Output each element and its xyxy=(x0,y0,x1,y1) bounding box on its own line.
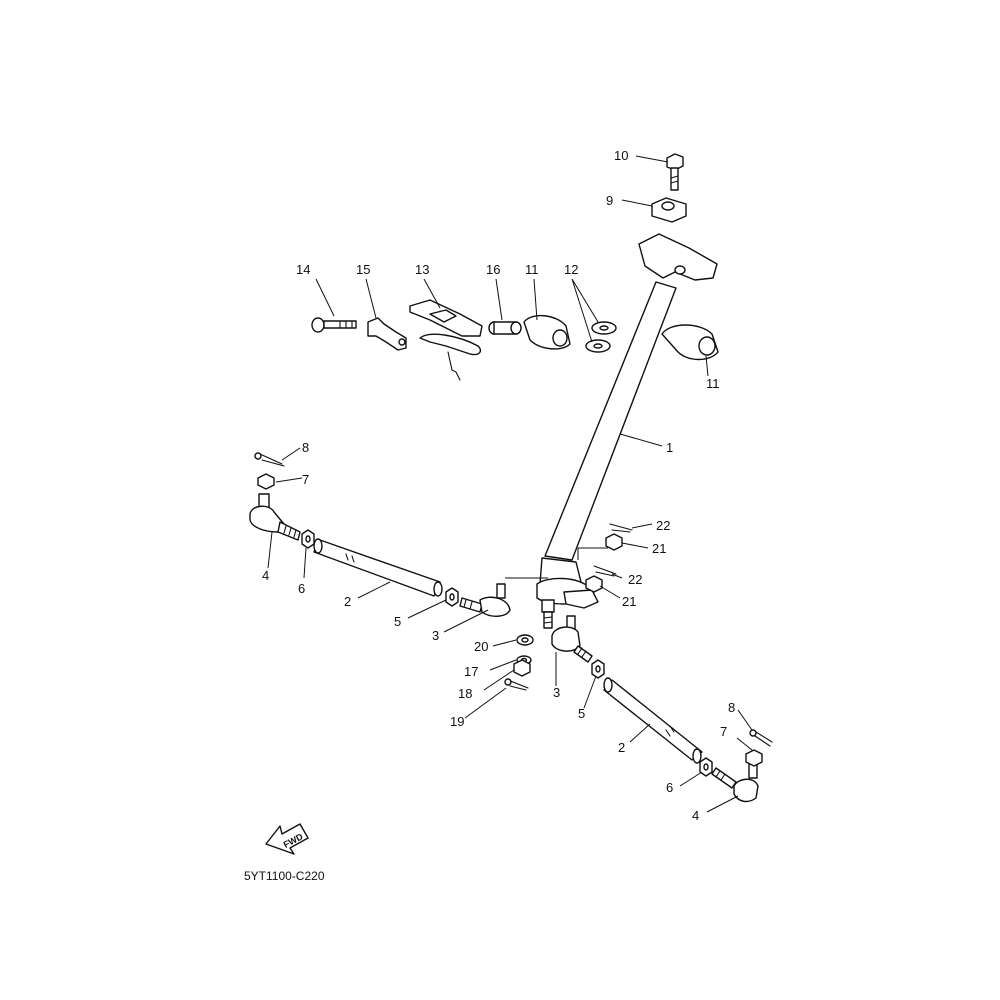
callout-22-upper: 22 xyxy=(656,518,670,533)
part-6-nut-left[interactable] xyxy=(301,529,315,549)
callout-14: 14 xyxy=(296,262,310,277)
callout-19: 19 xyxy=(450,714,464,729)
part-22-cotter-pin-upper[interactable] xyxy=(609,523,633,533)
part-4-tie-rod-end-left[interactable] xyxy=(249,493,301,541)
drawing-code: 5YT1100-C220 xyxy=(244,869,325,883)
part-11-bushing-holder-left[interactable] xyxy=(523,315,571,350)
callout-11-right: 11 xyxy=(706,376,720,391)
part-6-nut-right[interactable] xyxy=(699,757,713,777)
part-8-cotter-pin-right[interactable] xyxy=(749,729,773,747)
part-15-stay[interactable] xyxy=(367,317,407,351)
part-2-tie-rod-right[interactable] xyxy=(603,677,703,764)
callout-labels: 10 9 14 15 13 16 11 12 11 1 8 7 4 6 2 5 … xyxy=(262,148,735,823)
part-7-nut-right[interactable] xyxy=(745,749,763,767)
part-14-bolt[interactable] xyxy=(311,317,357,333)
callout-18: 18 xyxy=(458,686,472,701)
part-10-bolt[interactable] xyxy=(666,153,684,191)
callout-22-lower: 22 xyxy=(628,572,642,587)
callout-5-left: 5 xyxy=(394,614,401,629)
callout-11-left: 11 xyxy=(525,262,539,277)
callout-13: 13 xyxy=(415,262,429,277)
leader-lines xyxy=(267,155,753,813)
callout-16: 16 xyxy=(486,262,500,277)
part-1-steering-shaft[interactable] xyxy=(536,233,718,629)
callout-2-left: 2 xyxy=(344,594,351,609)
callout-3-left: 3 xyxy=(432,628,439,643)
callout-3-right: 3 xyxy=(553,685,560,700)
callout-4-left: 4 xyxy=(262,568,269,583)
fwd-arrow-icon: FWD xyxy=(265,823,309,855)
part-8-cotter-pin-left[interactable] xyxy=(254,452,285,467)
callout-9: 9 xyxy=(606,193,613,208)
part-4-tie-rod-end-right[interactable] xyxy=(711,763,759,803)
callout-21-upper: 21 xyxy=(652,541,666,556)
part-12-washers[interactable] xyxy=(585,321,617,353)
part-21-nut-upper[interactable] xyxy=(605,533,623,551)
callout-17: 17 xyxy=(464,664,478,679)
callout-20: 20 xyxy=(474,639,488,654)
part-18-nut[interactable] xyxy=(513,659,531,677)
callout-4-right: 4 xyxy=(692,808,699,823)
callout-21-lower: 21 xyxy=(622,594,636,609)
part-16-collar[interactable] xyxy=(488,321,522,335)
part-5-nut-left[interactable] xyxy=(445,587,459,607)
part-3-tie-rod-end-right[interactable] xyxy=(551,615,593,663)
callout-6-left: 6 xyxy=(298,581,305,596)
callout-15: 15 xyxy=(356,262,370,277)
callout-2-right: 2 xyxy=(618,740,625,755)
part-2-tie-rod-left[interactable] xyxy=(313,538,443,597)
callout-1: 1 xyxy=(666,440,673,455)
part-13-plate[interactable] xyxy=(409,299,483,381)
part-21-nut-lower[interactable] xyxy=(585,575,603,593)
part-22-cotter-pin-lower[interactable] xyxy=(593,565,617,577)
part-7-nut-left[interactable] xyxy=(257,473,275,490)
callout-10: 10 xyxy=(614,148,628,163)
part-3-tie-rod-end-left[interactable] xyxy=(459,583,511,617)
callout-12: 12 xyxy=(564,262,578,277)
callout-8-left: 8 xyxy=(302,440,309,455)
callout-7-right: 7 xyxy=(720,724,727,739)
callout-8-right: 8 xyxy=(728,700,735,715)
part-5-nut-right[interactable] xyxy=(591,659,605,679)
callout-5-right: 5 xyxy=(578,706,585,721)
callout-7-left: 7 xyxy=(302,472,309,487)
callout-6-right: 6 xyxy=(666,780,673,795)
part-19-cotter-pin[interactable] xyxy=(504,678,529,691)
part-20-washer[interactable] xyxy=(516,634,534,646)
part-11-bushing-holder-right[interactable] xyxy=(661,324,719,361)
part-9-clamp[interactable] xyxy=(651,197,687,223)
